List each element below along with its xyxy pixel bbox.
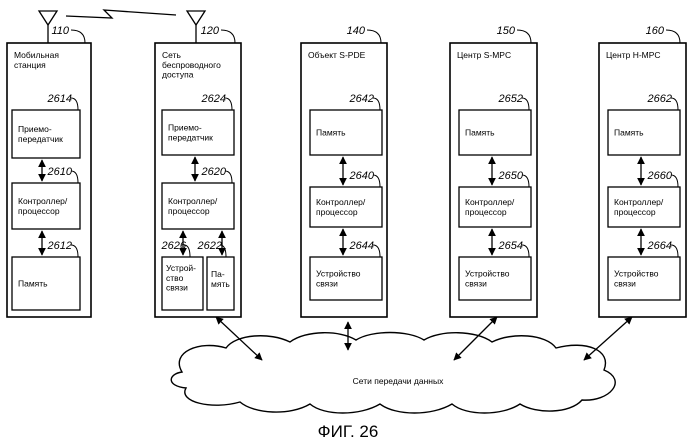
unit-title-110: Мобильнаястанция [14,50,59,70]
block-label-2620: Контроллер/процессор [168,196,218,216]
block-label-2624: Приемо-передатчик [168,123,213,143]
block-ref-2642: 2642 [349,93,374,105]
block-ref-2612: 2612 [47,240,72,252]
antenna-access-network [187,11,205,25]
block-ref-leader-2610 [71,171,78,183]
block-ref-2626: 2626 [161,240,187,252]
unit-ref-110: 110 [51,25,69,37]
block-label-2640: Контроллер/процессор [316,197,366,217]
block-ref-leader-2640 [373,175,380,187]
block-ref-leader-2654 [522,245,529,257]
block-ref-leader-2620 [225,171,232,183]
unit-ref-leader-160 [666,30,680,43]
unit-title-150: Центр S-MPC [457,50,511,60]
data-network-label: Сети передачи данных [353,376,444,386]
block-ref-leader-2612 [71,245,78,257]
unit-ref-leader-140 [367,30,381,43]
unit-title-140: Объект S-PDE [308,50,366,60]
unit-ref-140: 140 [347,25,366,37]
block-ref-2622: 2622 [197,240,222,252]
unit-title-120: Сетьбеспроводногодоступа [162,50,221,80]
block-label-2610: Контроллер/процессор [18,196,68,216]
antenna-mobile-station [39,11,57,25]
unit-ref-leader-110 [71,30,85,43]
unit-ref-160: 160 [646,25,665,37]
block-ref-2640: 2640 [349,170,375,182]
block-ref-leader-2660 [671,175,678,187]
figure-caption: ФИГ. 26 [318,422,379,441]
block-ref-2610: 2610 [47,166,73,178]
block-ref-2652: 2652 [498,93,523,105]
block-label-2612: Память [18,279,48,289]
block-label-2650: Контроллер/процессор [465,197,515,217]
block-ref-2624: 2624 [201,93,226,105]
unit-title-160: Центр H-MPC [606,50,661,60]
block-ref-leader-2642 [373,98,380,110]
block-label-2626: Устрой-ствосвязи [166,263,196,293]
block-label-2662: Память [614,128,644,138]
block-ref-leader-2664 [671,245,678,257]
block-ref-2654: 2654 [498,240,523,252]
block-label-2664: Устройствосвязи [614,269,659,289]
block-ref-2620: 2620 [201,166,227,178]
block-label-2644: Устройствосвязи [316,269,361,289]
block-ref-2614: 2614 [47,93,72,105]
block-label-2622: Па-мять [211,269,230,289]
link-hmpc-cloud [584,317,632,360]
block-label-2652: Память [465,128,495,138]
unit-ref-leader-120 [221,30,235,43]
block-ref-2644: 2644 [349,240,374,252]
block-label-2614: Приемо-передатчик [18,124,63,144]
data-network-cloud [171,333,615,414]
block-ref-2650: 2650 [498,170,524,182]
block-ref-leader-2624 [225,98,232,110]
block-ref-leader-2650 [522,175,529,187]
unit-ref-120: 120 [201,25,220,37]
block-ref-2660: 2660 [647,170,673,182]
unit-ref-leader-150 [517,30,531,43]
unit-frame-110 [7,43,91,317]
block-label-2654: Устройствосвязи [465,269,510,289]
block-ref-leader-2662 [671,98,678,110]
block-label-2642: Память [316,128,346,138]
block-ref-2664: 2664 [647,240,672,252]
block-ref-leader-2652 [522,98,529,110]
unit-ref-150: 150 [497,25,516,37]
link-smpc-cloud [454,317,497,360]
wireless-link [66,10,176,18]
block-ref-leader-2644 [373,245,380,257]
link-access-network-cloud [216,317,262,360]
block-ref-leader-2614 [71,98,78,110]
block-ref-2662: 2662 [647,93,672,105]
block-label-2660: Контроллер/процессор [614,197,664,217]
